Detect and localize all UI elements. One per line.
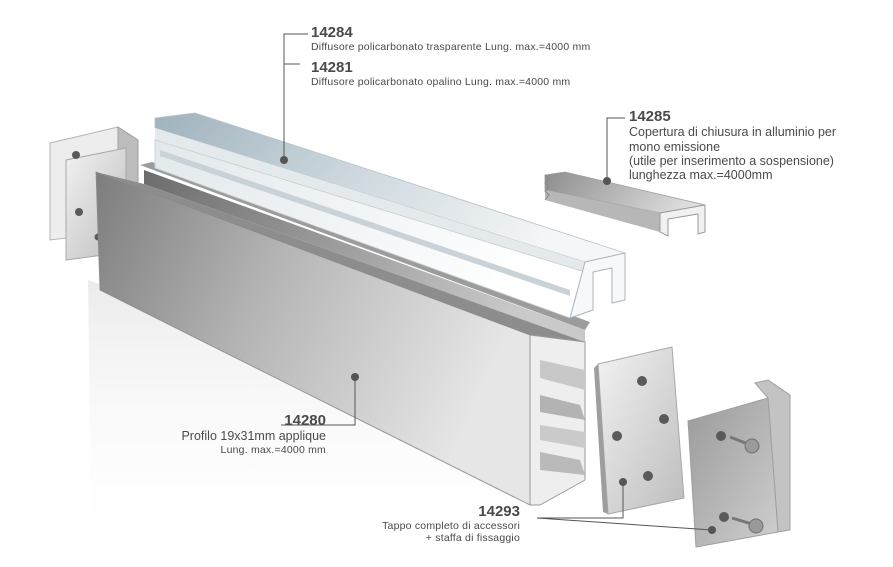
desc-14293-line1: Tappo completo di accessori [382,520,520,533]
desc-14285-line4: lunghezza max.=4000mm [629,168,773,183]
label-14293: 14293 Tappo completo di accessori + staf… [382,503,520,544]
desc-14293-line2: + staffa di fissaggio [425,532,520,545]
diffuser-14284-14281 [154,112,626,319]
right-end-cap-plate [594,346,685,515]
label-14281: 14281 Diffusore policarbonato opalino Lu… [311,59,570,88]
code-14293: 14293 [478,503,520,520]
desc-14285-line3: (utile per inserimento a sospensione) [629,154,834,168]
code-14285: 14285 [629,108,671,125]
label-14280: 14280 Profilo 19x31mm applique Lung. max… [181,412,326,456]
desc-14281: Diffusore policarbonato opalino Lung. ma… [311,76,571,89]
profile-reflection [88,280,540,567]
desc-14285-line2: mono emissione [629,139,721,154]
label-14285: 14285 Copertura di chiusura in alluminio… [629,108,836,183]
aluminium-profile-14280 [95,162,590,506]
desc-14285-line1: Copertura di chiusura in alluminio per [629,125,837,140]
desc-14280-line2: Lung. max.=4000 mm [220,443,326,456]
desc-14284: Diffusore policarbonato trasparente Lung… [311,41,591,54]
code-14284: 14284 [311,24,353,41]
desc-14280-line1: Profilo 19x31mm applique [181,429,326,444]
leader-lines [281,33,713,531]
label-14284: 14284 Diffusore policarbonato trasparent… [311,24,590,53]
code-14280: 14280 [284,412,326,429]
cover-14285 [544,171,706,237]
mounting-bracket [687,379,791,548]
code-14281: 14281 [311,59,353,76]
leader-dots [280,156,716,534]
